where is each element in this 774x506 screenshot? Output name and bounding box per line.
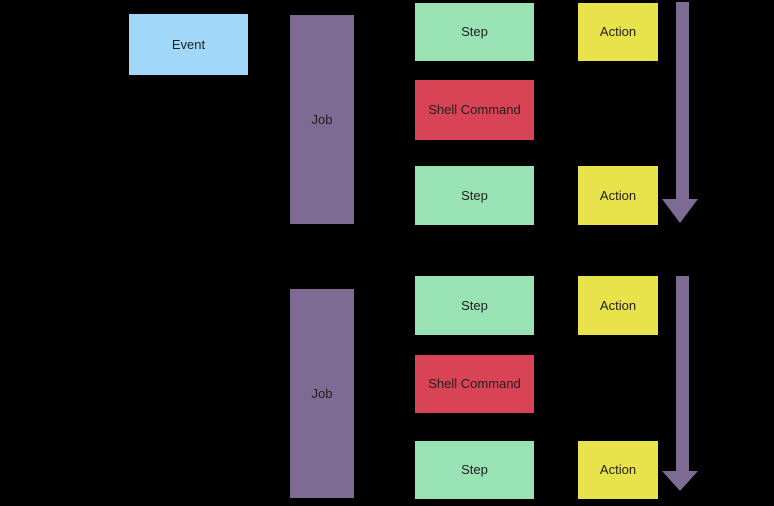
event-label: Event xyxy=(171,36,206,52)
job-label: Job xyxy=(311,385,333,401)
action-label: Action xyxy=(599,462,637,478)
shell-command-label: Shell Command xyxy=(428,376,521,392)
down-arrow-icon xyxy=(662,276,698,491)
shell-command-box: Shell Command xyxy=(415,80,534,140)
step-label: Step xyxy=(461,187,488,203)
job-label: Job xyxy=(311,111,333,127)
step-box: Step xyxy=(415,276,534,335)
action-box: Action xyxy=(578,276,658,335)
action-label: Action xyxy=(599,297,637,313)
shell-command-label: Shell Command xyxy=(428,102,521,118)
job-box-1: Job xyxy=(290,15,354,224)
shell-command-box: Shell Command xyxy=(415,355,534,413)
event-box: Event xyxy=(129,14,248,75)
action-label: Action xyxy=(599,187,637,203)
action-box: Action xyxy=(578,166,658,225)
step-label: Step xyxy=(461,297,488,313)
job-box-2: Job xyxy=(290,289,354,498)
action-box: Action xyxy=(578,3,658,61)
step-box: Step xyxy=(415,166,534,225)
step-label: Step xyxy=(461,462,488,478)
step-box: Step xyxy=(415,3,534,61)
action-box: Action xyxy=(578,441,658,499)
step-box: Step xyxy=(415,441,534,499)
down-arrow-icon xyxy=(662,2,698,223)
action-label: Action xyxy=(599,24,637,40)
step-label: Step xyxy=(461,24,488,40)
